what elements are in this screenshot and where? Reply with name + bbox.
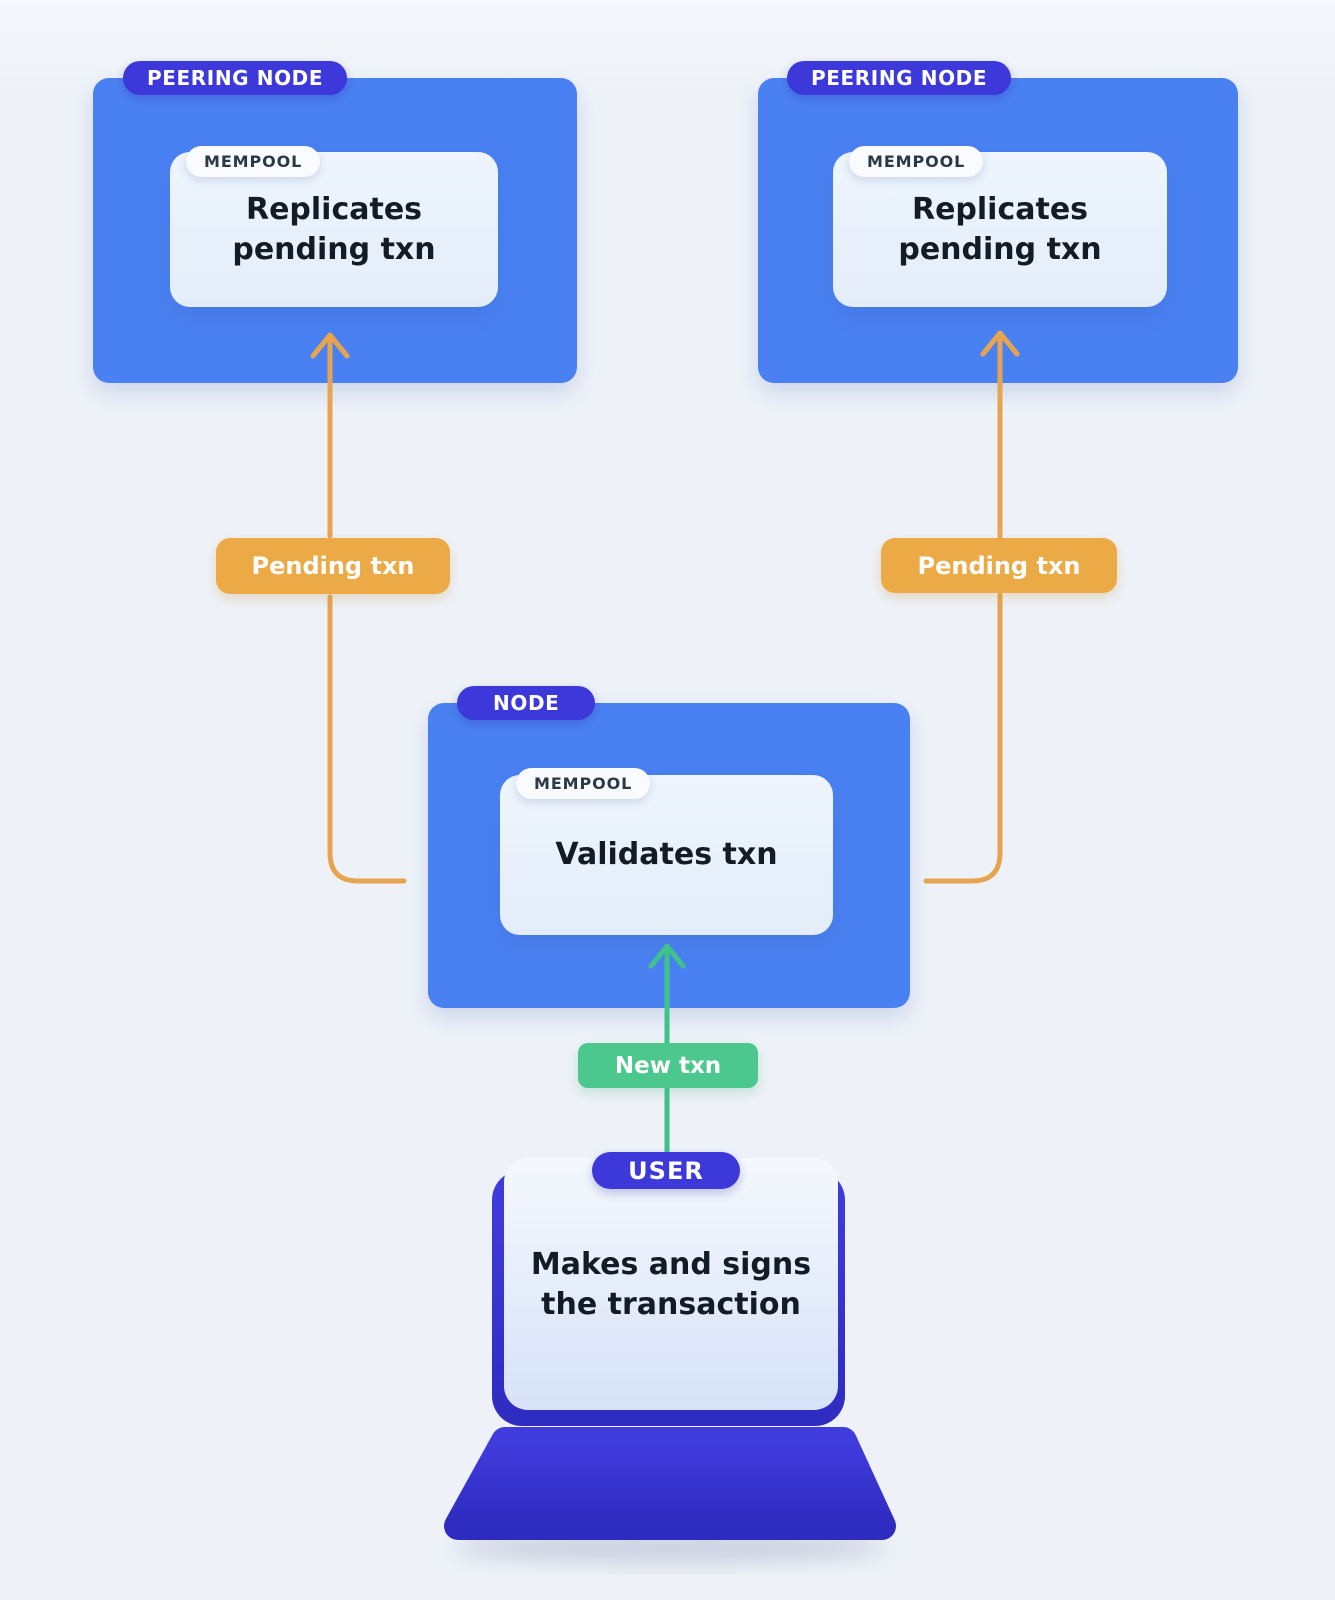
pending-txn-label-right: Pending txn [881,538,1117,593]
peering-node-right-box: PEERING NODE MEMPOOL Replicates pending … [758,61,1238,383]
laptop-illustration [444,1158,896,1564]
user-action-text-container: Makes and signs the transaction [504,1170,838,1400]
peering-node-left-mempool-panel: MEMPOOL Replicates pending txn [170,146,498,307]
node-box: NODE MEMPOOL Validates txn [428,686,910,1008]
node-mempool-panel: MEMPOOL Validates txn [500,768,833,935]
node-action-text: Validates txn [555,837,778,872]
peering-node-left-mempool-badge: MEMPOOL [186,146,321,177]
peering-node-right-mempool-badge: MEMPOOL [849,146,984,177]
peering-node-right-action-text: Replicates pending txn [898,191,1102,267]
node-mempool-badge: MEMPOOL [516,768,651,799]
peering-node-left-badge: PEERING NODE [123,61,348,95]
node-badge: NODE [457,686,596,720]
pending-right-connector [923,592,1003,884]
user-badge: USER [592,1152,740,1189]
laptop-screen [504,1158,838,1410]
peering-node-left-box: PEERING NODE MEMPOOL Replicates pending … [93,61,577,383]
new-txn-label: New txn [578,1043,758,1088]
peering-node-right-badge: PEERING NODE [787,61,1012,95]
peering-node-right-mempool-panel: MEMPOOL Replicates pending txn [833,146,1167,307]
user-action-text: Makes and signs the transaction [530,1247,812,1322]
pending-left-connector [327,594,407,884]
pending-txn-label-left: Pending txn [216,538,450,594]
laptop-base [444,1427,896,1540]
peering-node-left-action-text: Replicates pending txn [232,191,436,267]
